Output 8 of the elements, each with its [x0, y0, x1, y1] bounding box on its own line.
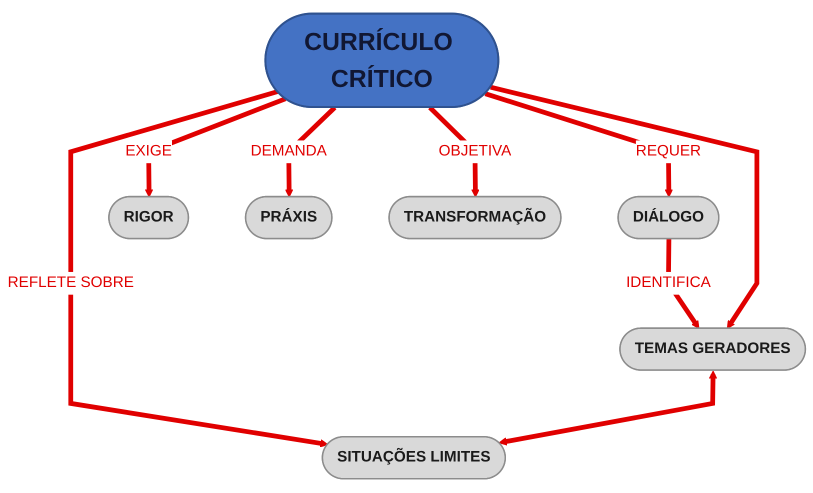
edge-label: REFLETE SOBRE — [8, 275, 134, 292]
edge-label: EXIGE — [125, 144, 172, 160]
arrow — [68, 90, 328, 448]
edge-label: IDENTIFICA — [626, 275, 711, 292]
edge-label: REQUER — [636, 144, 702, 160]
arrow — [498, 370, 718, 446]
edge-label: DEMANDA — [250, 144, 327, 160]
edge-label: OBJETIVA — [438, 144, 512, 160]
